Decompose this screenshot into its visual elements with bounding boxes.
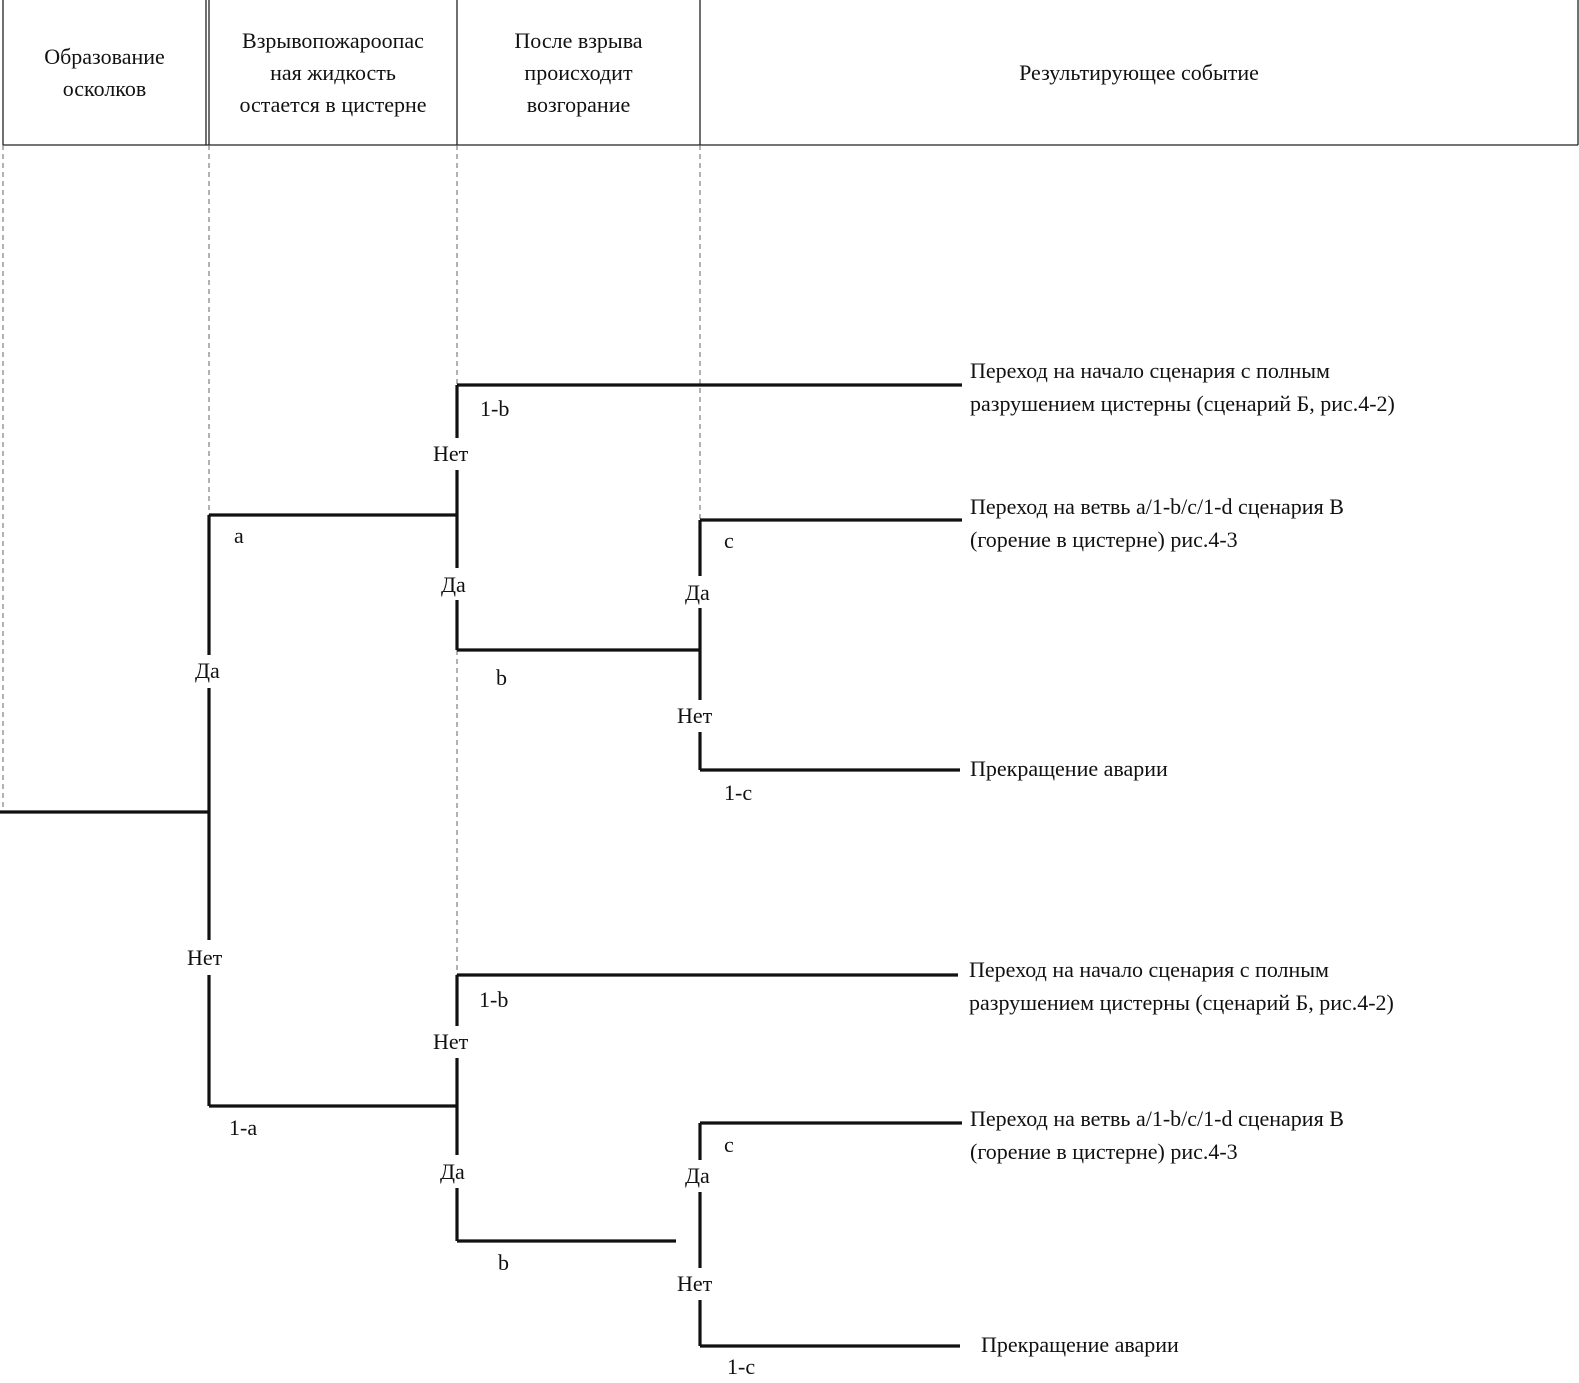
label-lc-no: Нет — [677, 1271, 713, 1296]
outcome-accident-stops: Прекращение аварии — [981, 1332, 1179, 1357]
header-line: остается в цистерне — [239, 91, 427, 117]
outcome-line: разрушением цистерны (сценарий Б, рис.4-… — [969, 990, 1394, 1015]
label-l-prob-1-b: 1-b — [479, 987, 509, 1012]
header-grid — [2, 0, 1579, 146]
outcome-full-destruction: Переход на начало сценария с полным разр… — [969, 953, 1394, 1019]
label-uc-prob-c: c — [724, 528, 734, 553]
tree-branches — [0, 383, 962, 1348]
outcome-accident-stops: Прекращение аварии — [970, 756, 1168, 781]
outcome-line: разрушением цистерны (сценарий Б, рис.4-… — [970, 391, 1395, 416]
outcome-line: (горение в цистерне) рис.4-3 — [970, 527, 1238, 552]
label-u-no: Нет — [433, 441, 469, 466]
header-cell-ignition: После взрыва происходит возгорание — [457, 0, 700, 145]
label-top-yes: Да — [195, 658, 220, 683]
outcome-fire-in-tank: Переход на ветвь a/1-b/c/1-d сценария В … — [970, 1102, 1344, 1168]
outcome-fire-in-tank: Переход на ветвь a/1-b/c/1-d сценария В … — [970, 490, 1344, 556]
outcome-line: (горение в цистерне) рис.4-3 — [970, 1139, 1238, 1164]
header-line: происходит — [524, 59, 633, 85]
outcome-full-destruction: Переход на начало сценария с полным разр… — [970, 354, 1395, 420]
header-line: Результирующее событие — [1019, 59, 1259, 85]
header-line: ная жидкость — [270, 59, 396, 85]
label-uc-no: Нет — [677, 703, 713, 728]
header-line: После взрыва — [514, 27, 643, 53]
outcome-line: Переход на ветвь a/1-b/c/1-d сценария В — [970, 1106, 1344, 1131]
label-u-prob-b: b — [496, 665, 507, 690]
outcome-line: Переход на ветвь a/1-b/c/1-d сценария В — [970, 494, 1344, 519]
dashed-guides — [2, 145, 701, 975]
label-lc-yes: Да — [685, 1163, 710, 1188]
label-l-prob-b: b — [498, 1250, 509, 1275]
label-l-yes: Да — [440, 1159, 465, 1184]
label-uc-prob-1-c: 1-c — [724, 780, 753, 805]
outcome-line: Переход на начало сценария с полным — [969, 957, 1329, 982]
header-cell-outcome: Результирующее событие — [700, 0, 1578, 145]
header-line: осколков — [62, 75, 147, 101]
header-cell-liquid-remains: Взрывопожароопас ная жидкость остается в ц… — [209, 0, 457, 145]
label-bottom-no: Нет — [187, 945, 223, 970]
header-cell-fragments: Образование осколков — [3, 0, 206, 145]
label-l-no: Нет — [433, 1029, 469, 1054]
label-prob-1-a: 1-a — [229, 1115, 258, 1140]
header-line: возгорание — [526, 91, 631, 117]
label-u-prob-1-b: 1-b — [480, 396, 510, 421]
outcome-line: Переход на начало сценария с полным — [970, 358, 1330, 383]
header-line: Образование — [44, 43, 165, 69]
label-uc-yes: Да — [685, 580, 710, 605]
label-lc-prob-1-c: 1-c — [727, 1354, 756, 1379]
header-line: Взрывопожароопас — [242, 27, 424, 53]
label-prob-a: a — [234, 523, 244, 548]
label-u-yes: Да — [441, 572, 466, 597]
label-lc-prob-c: c — [724, 1132, 734, 1157]
